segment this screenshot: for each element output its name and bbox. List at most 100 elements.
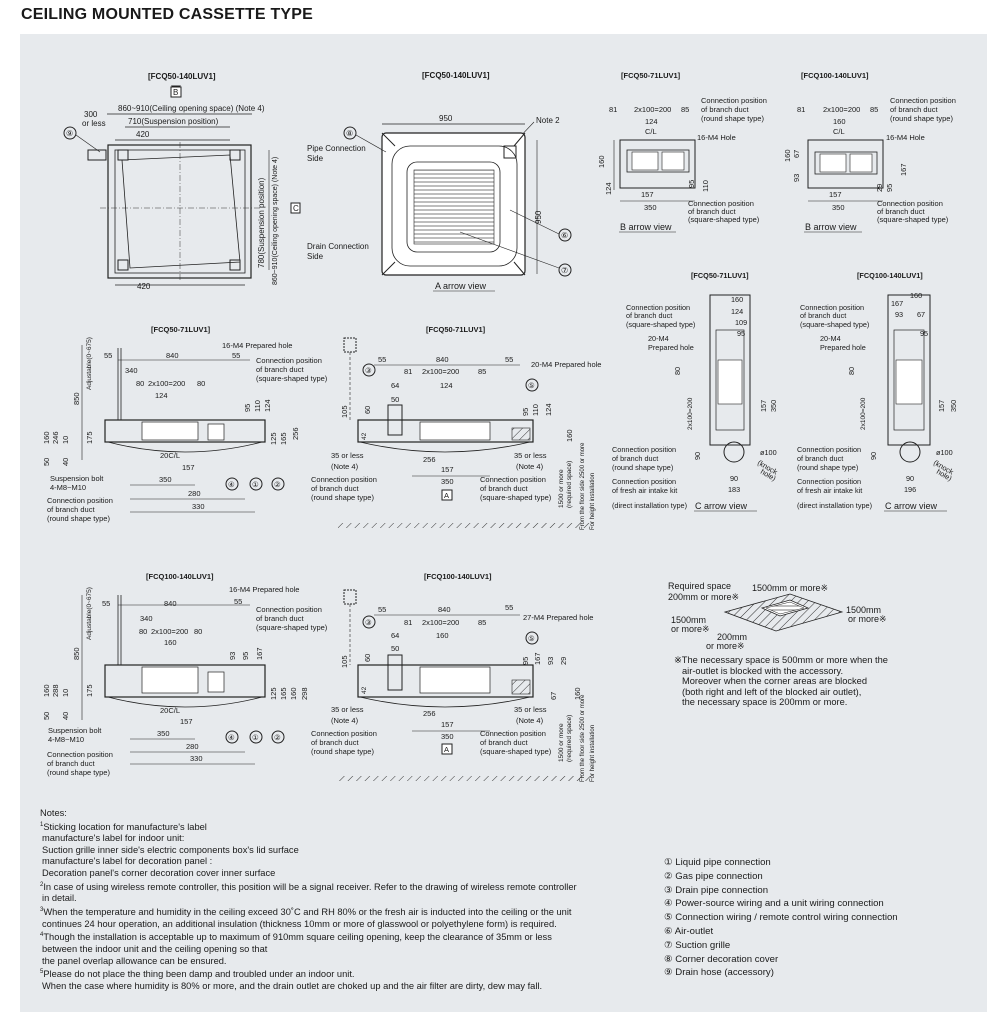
dim-55r: 55 [234,597,242,606]
dim-350: 350 [157,729,170,738]
side-view-50-right: [FCQ50-71LUV1] 55 840 55 20-M4 Prepared … [311,325,601,530]
sq-label-2: of branch duct [256,614,304,623]
req-note-line: the necessary space is 200mm or more. [682,697,848,708]
req-note-line: ※The necessary space is 500mm or more wh… [674,655,888,665]
height-2: (required space) [566,715,573,762]
opening-space-v: 860~910(Ceiling opening space) (Note 4) [272,157,279,285]
required-space-diagram: Required space 1500mm or more※ 200mm or … [668,581,887,651]
round-3: (round shape type) [311,747,374,756]
c4: ④ [228,733,235,742]
dim-110: 110 [701,180,710,192]
dim-64: 64 [391,631,399,640]
round-label-2: of branch duct [612,454,658,463]
req-title: Required space [668,581,731,591]
dim-165: 165 [279,432,288,445]
dim-124: 124 [155,391,168,400]
prep-1: 20-M4 [820,334,841,343]
height-1: 1500 or more [558,723,565,762]
dim-81: 81 [797,105,805,114]
height-1: 1500 or more [558,469,565,508]
dim-420-bottom: 420 [137,282,151,291]
dim-256: 256 [423,709,436,718]
model-label: [FCQ50-140LUV1] [148,72,216,81]
dim-160v: 160 [42,684,51,697]
dim-2x100: 2x100=200 [860,397,867,430]
round-2: of branch duct [311,484,359,493]
dim-160r: 160 [289,687,298,700]
dim-300: 300 [84,110,98,119]
legend-item: ⑧ Corner decoration cover [664,953,779,965]
dim-50: 50 [42,712,51,720]
dim-40: 40 [61,712,70,720]
dim-167: 167 [533,652,542,665]
dim-2x100: 2x100=200 [148,379,185,388]
round-2: of branch duct [47,505,95,514]
c-caption: C arrow view [695,501,748,511]
sq-1: Connection position [480,475,546,484]
sq-label-3: (square-shaped type) [256,374,328,383]
dim-124-v: 124 [604,182,613,195]
c5: ⑤ [528,634,535,643]
dim-157: 157 [937,400,946,412]
front-view: [FCQ50-140LUV1] 950 Note 2 950 ⑧ Pipe Co… [307,71,572,292]
round-3: (round shape type) [47,514,110,523]
round-label-3: (round shape type) [701,114,764,123]
model-label: [FCQ50-140LUV1] [422,71,490,80]
dim-80r: 80 [197,379,205,388]
req-left: 1500mm [671,615,706,625]
round-label-3: (round shape type) [797,463,858,472]
unit-body [104,419,266,443]
req-left-top: 200mm or more※ [668,592,739,602]
dim-81: 81 [404,618,412,627]
dim-60: 60 [363,654,372,662]
prep-2: Prepared hole [820,343,866,352]
dim-840: 840 [436,355,449,364]
note-mark: 4 [40,932,44,939]
a-marker: A [444,745,449,754]
dim-160: 160 [833,117,846,126]
note-line: continues 24 hour operation, an addition… [42,918,557,929]
legend-item: ③ Drain pipe connection [664,884,769,896]
dim-160: 160 [164,638,177,647]
prep-2: Prepared hole [648,343,694,352]
unit-body [357,419,534,443]
dim-2x100: 2x100=200 [823,105,860,114]
dim-109: 109 [735,318,747,327]
d35: 35 or less [331,451,364,460]
dim-55r: 55 [505,355,513,364]
a-marker: A [444,491,449,500]
dim-93: 93 [792,174,801,182]
dim-165: 165 [279,687,288,700]
pipe-side-2: Side [307,154,324,163]
dim-95: 95 [737,329,745,338]
note-line: in detail. [42,893,77,904]
note4r: (Note 4) [516,462,544,471]
sq-label-2: of branch duct [688,207,736,216]
sq-3: (square-shaped type) [480,493,552,502]
height-4: For height installation [590,725,596,782]
dim-105: 105 [340,655,349,668]
dim-850: 850 [72,392,81,405]
susp-2: 4-M8~M10 [50,483,86,492]
dim-196: 196 [904,485,916,494]
callout-9: ⑨ [66,129,73,138]
dim-125: 125 [269,432,278,445]
c-arrow-view-50: [FCQ50-71LUV1] Connection position of br… [612,271,779,512]
hole-16: 16-M4 Prepared hole [222,341,292,350]
b-caption: B arrow view [620,222,672,232]
dim-124: 124 [731,307,743,316]
dim-2x100: 2x100=200 [634,105,671,114]
dim-124: 124 [263,399,272,412]
legend-item: ④ Power-source wiring and a unit wiring … [664,898,884,910]
legend-item: ⑨ Drain hose (accessory) [664,967,774,979]
dim-840: 840 [166,351,179,360]
susp-1: Suspension bolt [50,474,104,483]
sq-3: (square-shaped type) [480,747,552,756]
sq-2: of branch duct [480,738,528,747]
plan-view: [FCQ50-140LUV1] B 860~910(Ceiling openin… [63,72,301,291]
dim-55r: 55 [232,351,240,360]
sq-label-3: (square-shaped type) [877,215,949,224]
opening-space-label: 860~910(Ceiling opening space) (Note 4) [118,104,265,113]
hole-27: 27-M4 Prepared hole [523,613,593,622]
sq-label-3: (square-shaped type) [626,320,695,329]
